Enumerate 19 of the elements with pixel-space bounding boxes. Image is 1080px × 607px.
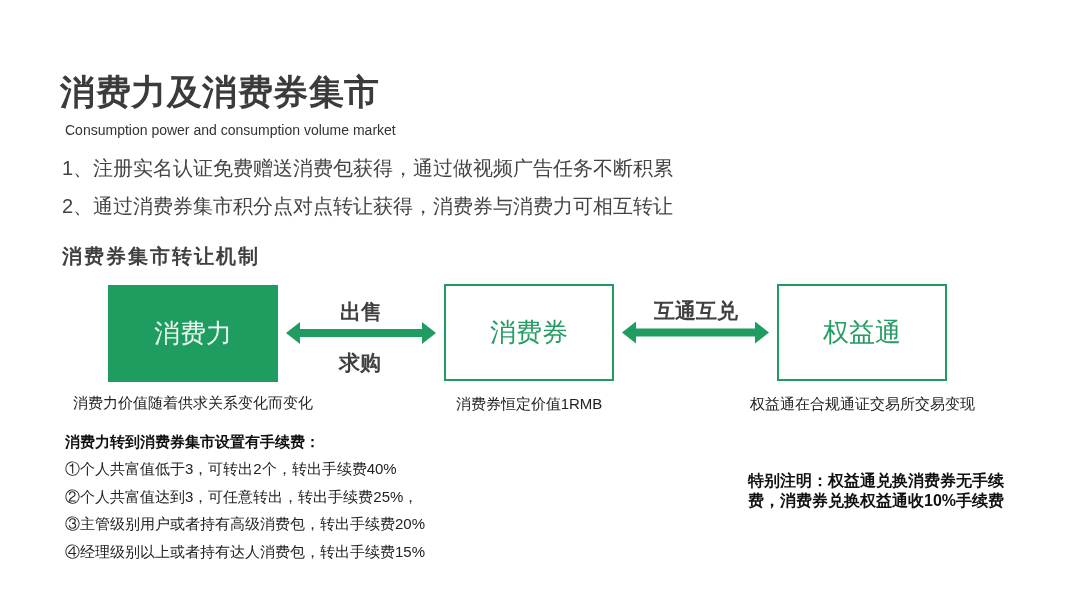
section-heading: 消费券集市转让机制: [62, 244, 260, 268]
edge-label: 互通互兑: [651, 297, 740, 324]
box-label: 消费券: [490, 316, 568, 349]
list-item: ①个人共富值低于3，可转出2个，转出手续费40%: [65, 460, 397, 478]
box-label: 权益通: [823, 316, 901, 349]
list-item: 2、通过消费券集市积分点对点转让获得，消费券与消费力可相互转让: [62, 194, 674, 218]
note: 特别注明：权益通兑换消费券无手续费，消费券兑换权益通收10%手续费: [748, 471, 1006, 510]
list-item: 1、注册实名认证免费赠送消费包获得，通过做视频广告任务不断积累: [62, 156, 674, 180]
list-item: ③主管级别用户或者持有高级消费包，转出手续费20%: [65, 515, 426, 533]
slide-title: 消费力及消费券集市: [60, 71, 380, 113]
node-label: 权益通在合规通证交易所交易变现: [749, 395, 975, 413]
node-label: 消费力价值随着供求关系变化而变化: [73, 394, 313, 412]
label: 求购: [337, 350, 383, 376]
node-label: 消费券恒定价值1RMB: [455, 395, 603, 413]
subtitle: Consumption power and consumption volume market: [65, 121, 396, 139]
list-item: ④经理级别以上或者持有达人消费包，转出手续费15%: [65, 543, 426, 561]
note-heading: 消费力转到消费券集市设置有手续费：: [65, 433, 320, 451]
list-item: ②个人共富值达到3，可任意转出，转出手续费25%，: [65, 488, 419, 506]
box-label: 消费力: [154, 317, 232, 350]
